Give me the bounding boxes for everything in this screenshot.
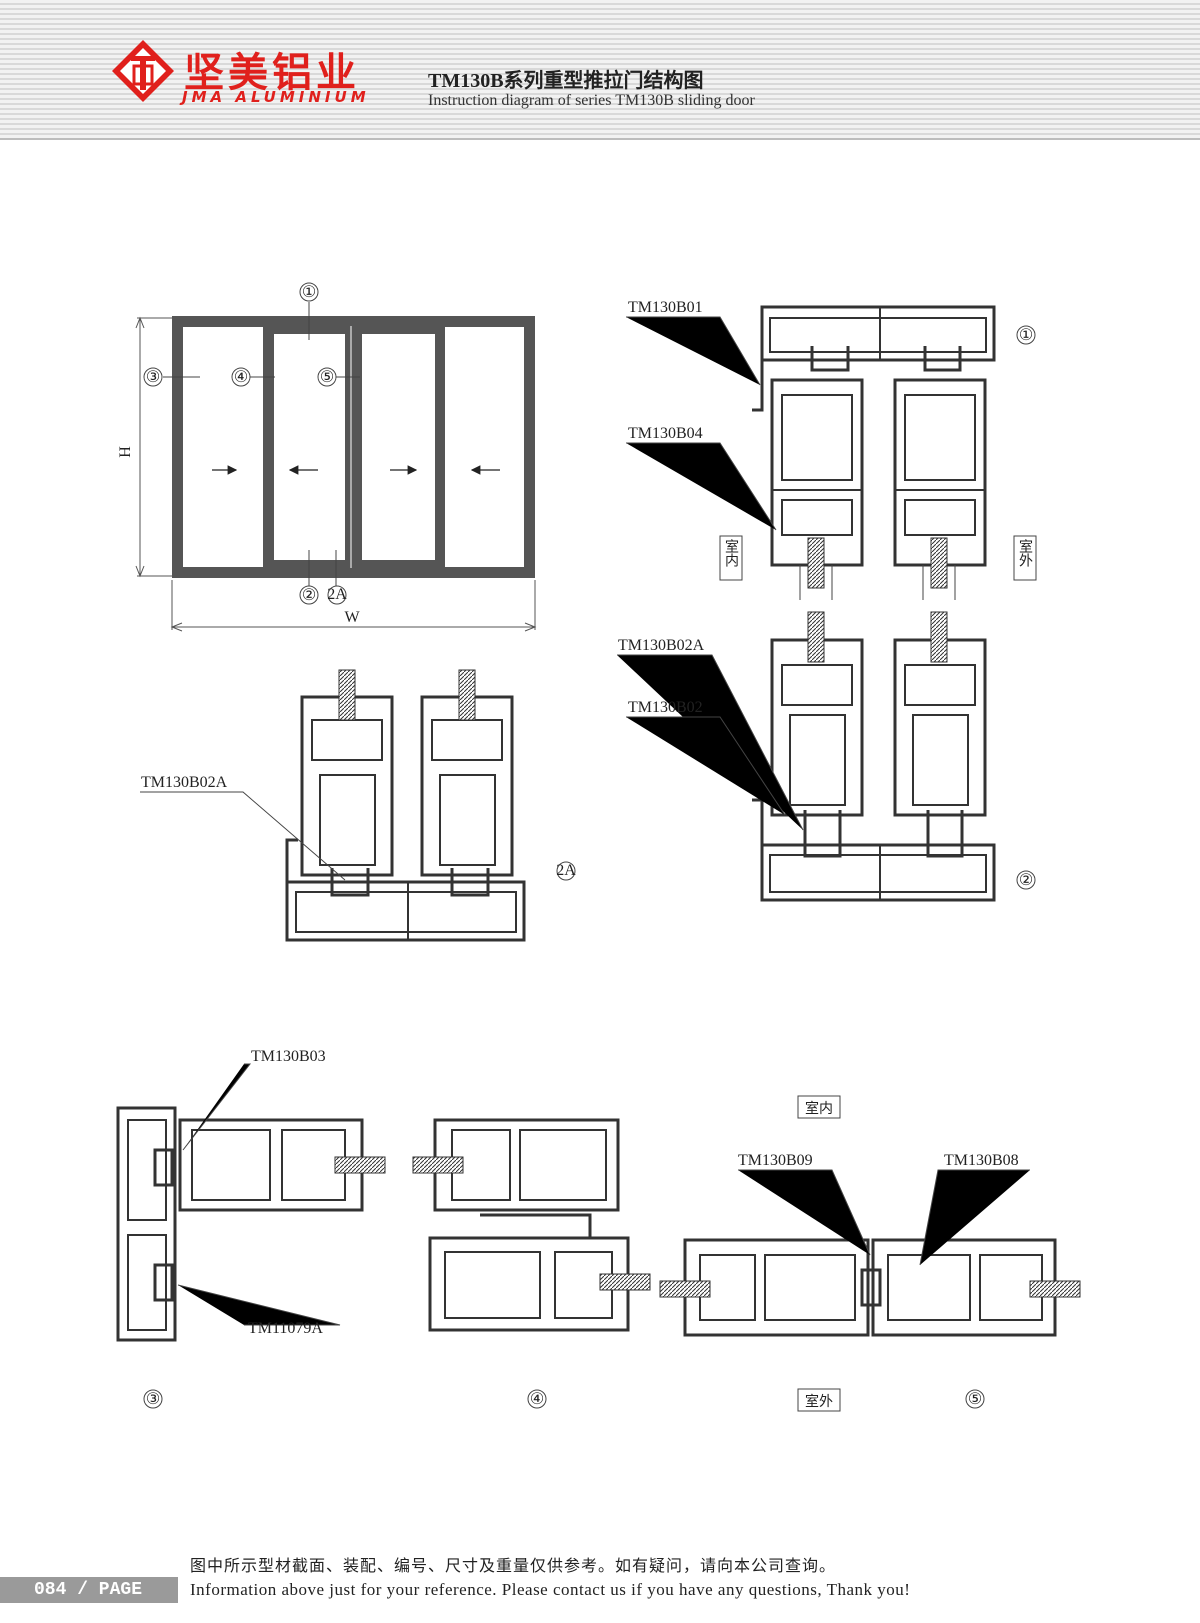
detail-2a-part-label: TM130B02A [141,774,228,791]
interlock-ref-label: ⑤ [968,1391,982,1408]
inside-tag-label: 室内 [723,538,739,568]
page-title-cn: TM130B系列重型推拉门结构图 [428,70,704,92]
page-number: 084 / PAGE [34,1580,143,1600]
part-tm130b03-label: TM130B03 [251,1048,326,1065]
footer-note-cn: 图中所示型材截面、装配、编号、尺寸及重量仅供参考。如有疑问，请向本公司查询。 [190,1556,837,1575]
head-section-drawing [752,305,996,567]
part-tm130b09-label: TM130B09 [738,1152,813,1169]
callout-2-label: ② [302,587,316,604]
part-tm130b02a-label: TM130B02A [618,637,705,654]
callout-1-label: ① [302,284,316,301]
detail-2a-leader [140,791,346,881]
inside-tag-bottom [797,1095,841,1119]
outside-tag-label: 室外 [1017,538,1033,567]
door-elevation [135,302,537,632]
interlock-leaders [738,1169,1030,1266]
callout-3-label: ③ [146,369,160,386]
meeting-section-drawing [428,1213,630,1332]
callout-2a-label: 2A [327,586,347,603]
sill-section-drawing [752,638,996,902]
head-glass-lines [799,565,956,600]
outside-tag [1013,535,1037,581]
callout-circle [1016,325,1036,345]
inside-tag-bottom-label: 室内 [805,1100,833,1117]
callout-4-label: ④ [234,369,248,386]
callout-5-label: ⑤ [320,369,334,386]
brand-name-en: JMA ALUMINIUM [182,88,370,106]
footer-note-en: Information above just for your referenc… [190,1580,911,1599]
callout-circle [556,861,576,881]
header-divider [0,138,1200,140]
detail-2a-drawing [285,695,526,942]
elevation-callouts [143,282,347,605]
callout-circle [143,1389,163,1409]
jamb-section-drawing [116,1106,620,1342]
jma-logo-icon [112,40,174,102]
sill-ref-label: ② [1019,872,1033,889]
jamb-leaders [177,1063,341,1326]
page-number-tab [0,1577,178,1603]
callout-circle [1016,870,1036,890]
outside-tag-bottom-label: 室外 [805,1393,833,1410]
detail-2a-ref-label: 2A [556,862,576,879]
interlock-section-drawing [683,1238,1057,1337]
outside-tag-bottom [797,1388,841,1412]
head-ref-label: ① [1019,327,1033,344]
height-dimension-label: H [117,446,134,458]
part-tm130b01-label: TM130B01 [628,299,703,316]
part-tm11079a-label: TM11079A [248,1320,323,1337]
inside-tag [719,535,743,581]
part-tm130b04-label: TM130B04 [628,425,703,442]
width-dimension-label: W [344,609,360,626]
part-tm130b02-label: TM130B02 [628,699,703,716]
callout-circle [527,1389,547,1409]
jamb-ref-label: ③ [146,1391,160,1408]
sill-leaders [617,654,804,831]
callout-circle [965,1389,985,1409]
brand-name-cn: 坚美铝业 [184,50,360,96]
header-band [0,0,1200,140]
page-title-en: Instruction diagram of series TM130B sli… [428,92,755,109]
part-tm130b08-label: TM130B08 [944,1152,1019,1169]
meeting-ref-label: ④ [530,1391,544,1408]
head-leaders [626,316,777,531]
